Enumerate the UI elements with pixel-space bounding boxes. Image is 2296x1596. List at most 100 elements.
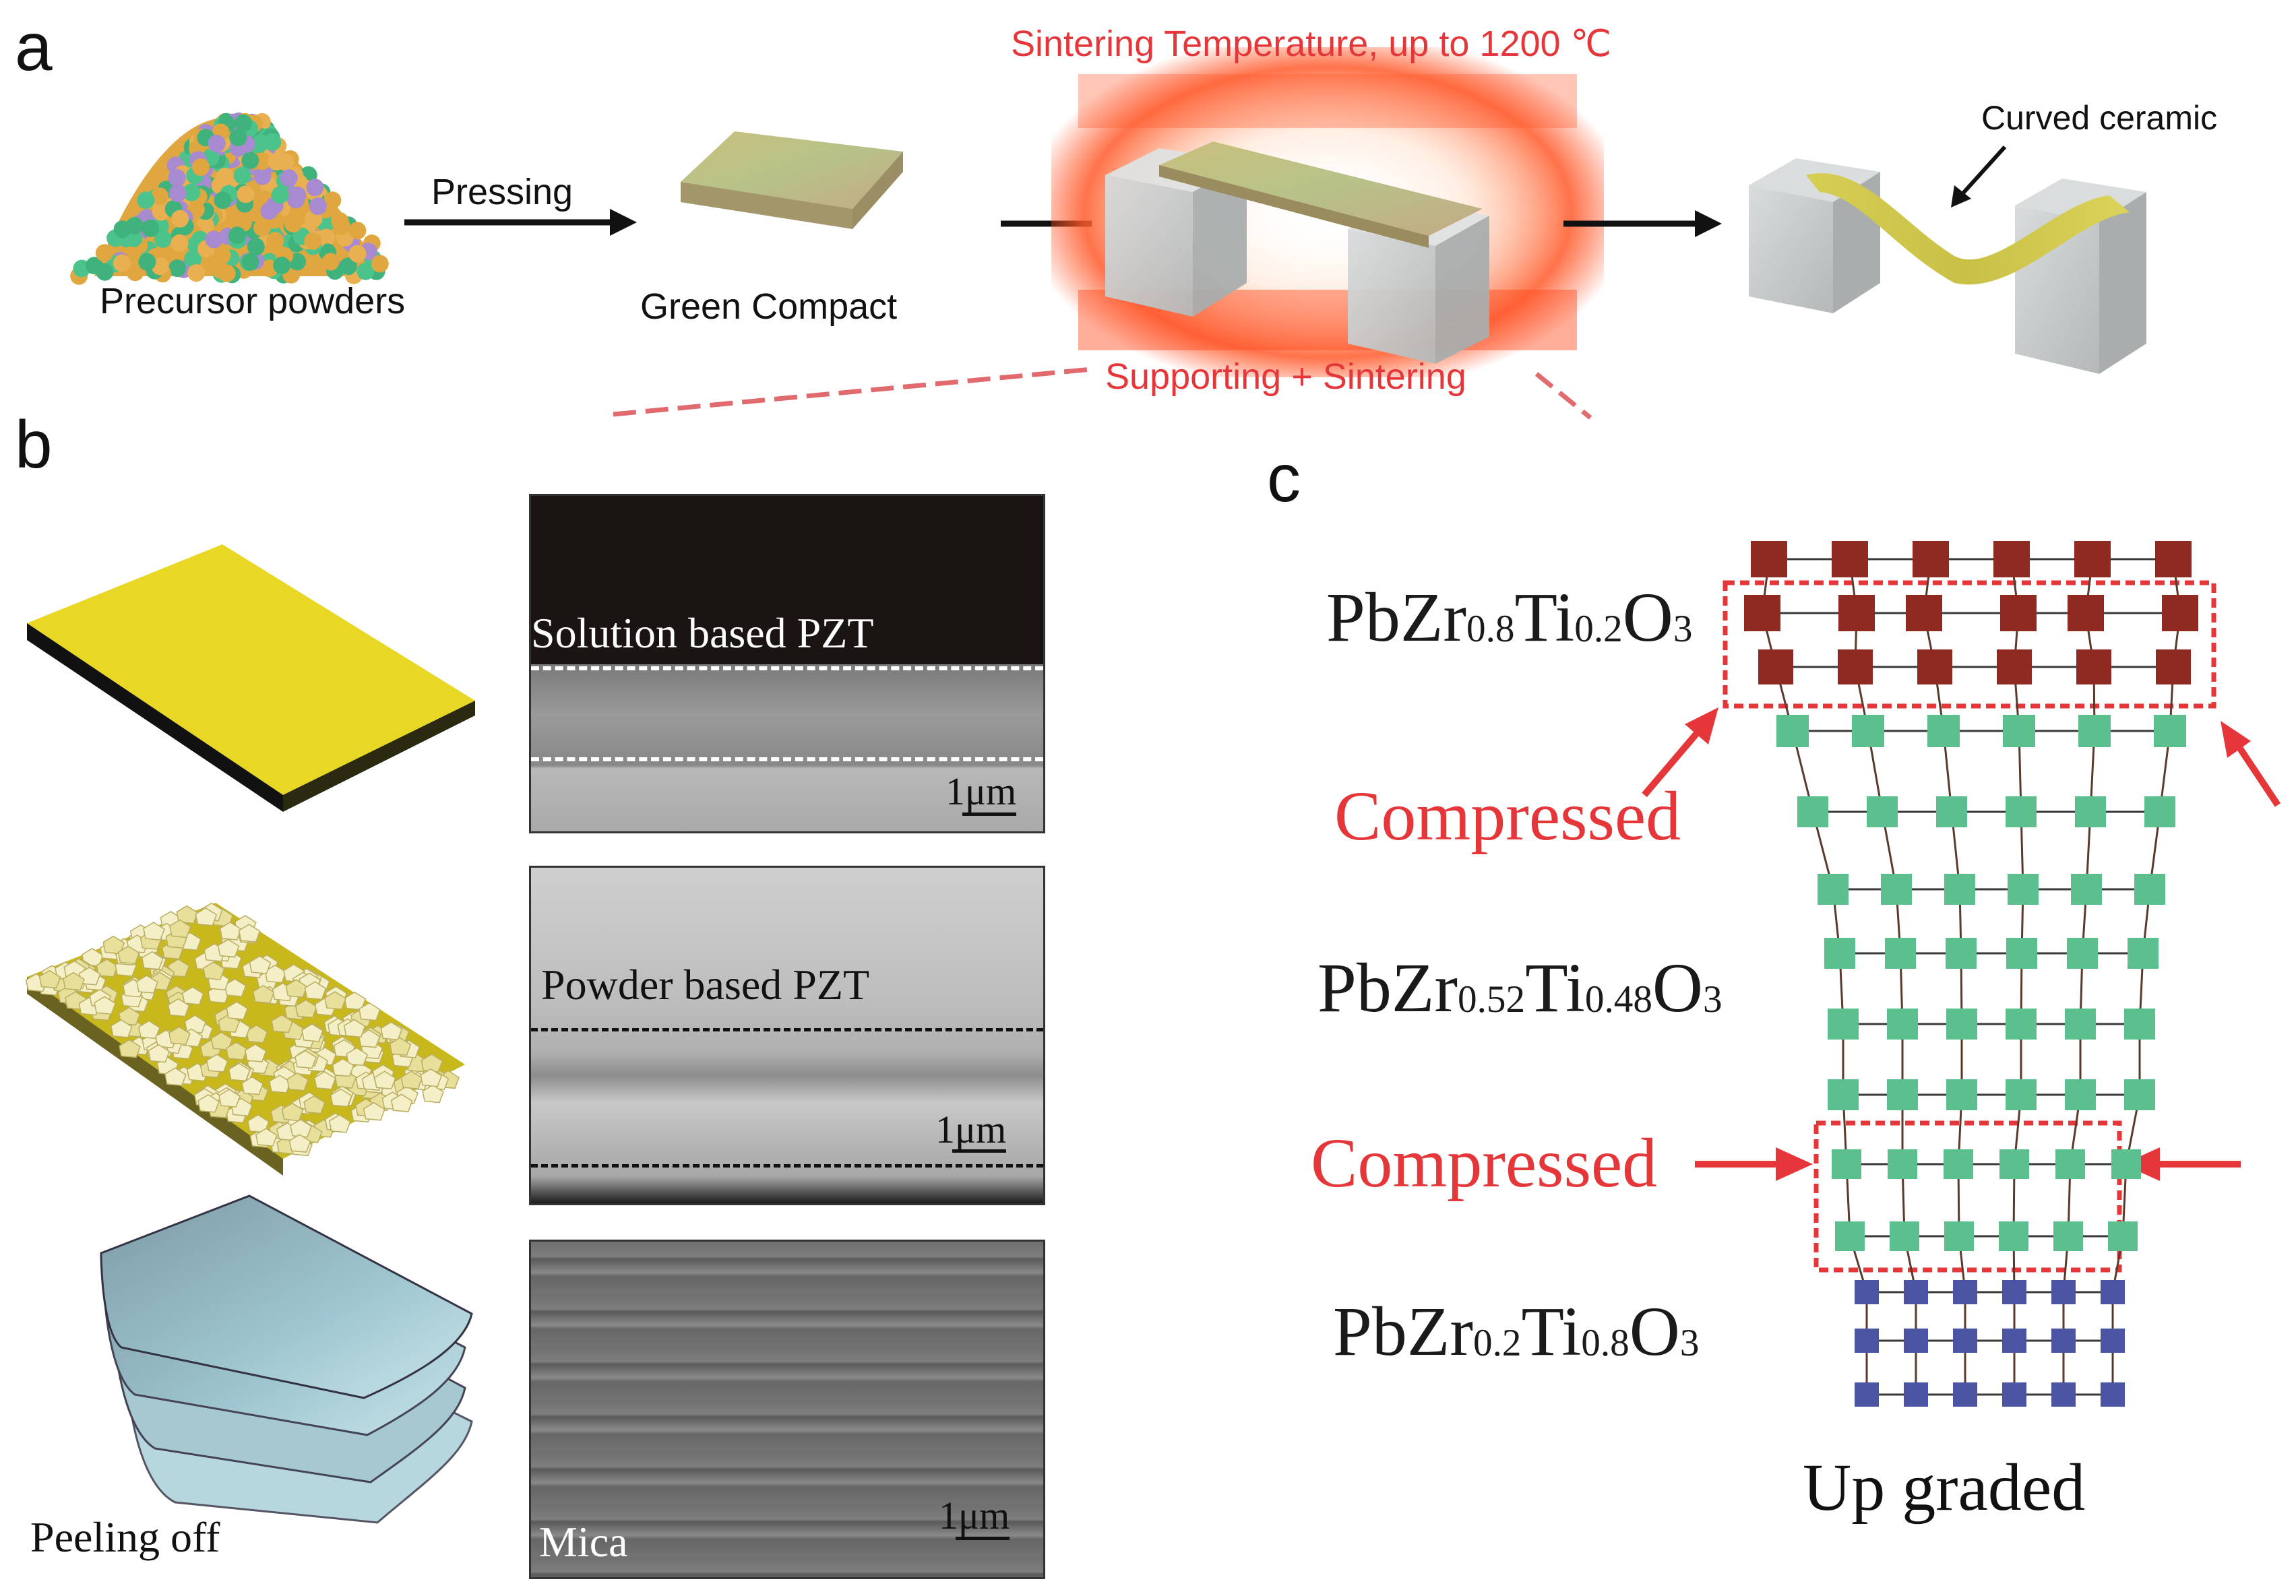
powder-grain (146, 1041, 168, 1060)
powder-grain (113, 938, 135, 957)
powder-grain (156, 1056, 179, 1075)
powder-grain (228, 1019, 251, 1039)
lattice-atom (1946, 938, 1977, 969)
panel-a-letter: a (15, 9, 53, 85)
powder-grain (343, 1019, 366, 1038)
powder-grain (286, 1072, 309, 1091)
powder-grain (208, 1099, 230, 1118)
lattice-atom (1855, 1382, 1879, 1407)
powder-grain (380, 1021, 403, 1041)
powder-particle (192, 158, 210, 176)
lattice-bond-vertical (2018, 730, 2022, 812)
lattice-atom (1832, 1149, 1861, 1179)
powder-grain (289, 1041, 311, 1060)
powder-grain (142, 1033, 164, 1052)
powder-grain (247, 1055, 270, 1075)
powder-grain (344, 991, 367, 1011)
powder-grain (255, 1128, 278, 1147)
powder-grain (385, 1025, 408, 1044)
powder-grain (390, 1093, 413, 1112)
lattice-atom (2051, 1329, 2076, 1353)
lattice-atom (2144, 796, 2175, 827)
powder-grain (164, 1067, 187, 1086)
powder-grain (325, 986, 348, 1005)
powder-particle (216, 168, 234, 185)
powder-grain (229, 1061, 251, 1080)
lattice-bond-vertical (1901, 1163, 1906, 1237)
powder-grain (231, 1089, 254, 1108)
powder-grain (256, 970, 279, 990)
lattice-bond-vertical (1957, 1094, 1963, 1165)
curved-ceramic (1749, 158, 2146, 374)
lattice-atom (1887, 1009, 1918, 1040)
powder-particle (241, 152, 259, 169)
powder-grain (226, 1001, 249, 1020)
lattice-atom (1797, 796, 1828, 827)
lattice-atom (1904, 1382, 1928, 1407)
pressing-arrow (404, 209, 637, 236)
lattice-atom (1993, 541, 2030, 577)
powder-particle (247, 238, 265, 256)
powder-grain (354, 1098, 377, 1118)
compressed-arrow-bottom-right (2123, 1147, 2241, 1181)
lattice-atom (1997, 649, 2032, 684)
powder-grain (214, 1083, 237, 1102)
powder-grain (89, 988, 112, 1008)
powder-grain (51, 971, 73, 991)
powder-grain (324, 991, 346, 1010)
powder-grain (206, 1054, 228, 1073)
powder-grain (290, 1137, 313, 1157)
powder-grain (303, 1029, 326, 1048)
powder-grain (141, 951, 164, 970)
lattice-atom (2006, 1079, 2037, 1110)
powder-grain (245, 1024, 268, 1044)
powder-grain (214, 1008, 237, 1027)
powder-particle (237, 185, 255, 203)
powder-grain (242, 959, 264, 978)
powder-grain (205, 1092, 228, 1111)
powder-grain (208, 984, 230, 1004)
powder-grain (187, 1062, 209, 1082)
powder-particle (210, 249, 228, 267)
powder-grain (65, 991, 87, 1010)
powder-grain (137, 940, 160, 959)
lattice-atom (2074, 541, 2111, 577)
lattice-atom (2003, 715, 2035, 747)
powder-particle (273, 257, 291, 274)
powder-grain (304, 981, 327, 1000)
lattice-bond-vertical (2092, 666, 2096, 732)
powder-grain (422, 1084, 444, 1104)
powder-grain (96, 985, 119, 1004)
lattice-atom (1888, 1149, 1917, 1179)
powder-particle (280, 169, 298, 187)
powder-grain (241, 1076, 264, 1095)
powder-grain (393, 1075, 416, 1094)
powder-grain (369, 1092, 392, 1112)
powder-grain (144, 951, 167, 971)
lattice-atom (2078, 715, 2111, 747)
powder-grain (176, 905, 199, 924)
powder-grain (323, 1015, 346, 1034)
powder-grain (139, 931, 162, 950)
powder-grain (129, 924, 152, 943)
powder-grain (247, 1114, 270, 1133)
powder-grain (296, 967, 318, 987)
sintering-temperature-label: Sintering Temperature, up to 1200 ℃ (1011, 24, 1612, 64)
powder-grain (362, 1044, 385, 1064)
powder-grain (358, 1029, 381, 1048)
lattice-atom (1936, 796, 1967, 827)
lattice-atom (1999, 1149, 2029, 1179)
compressed-label-bottom: Compressed (1311, 1124, 1658, 1202)
powder-grain (225, 1089, 247, 1108)
lattice-atom (1832, 541, 1868, 577)
lattice-bond-vertical (2013, 612, 2020, 668)
powder-grain (41, 965, 64, 984)
lattice-atom (1917, 649, 1952, 684)
powder-grain (102, 935, 125, 955)
lattice-bond-vertical (2084, 558, 2094, 614)
powder-particle (309, 197, 327, 216)
powder-grain (38, 969, 61, 989)
powder-particle (348, 222, 367, 240)
lattice-atom (1828, 1009, 1859, 1040)
lattice-bond-vertical (2148, 811, 2161, 890)
